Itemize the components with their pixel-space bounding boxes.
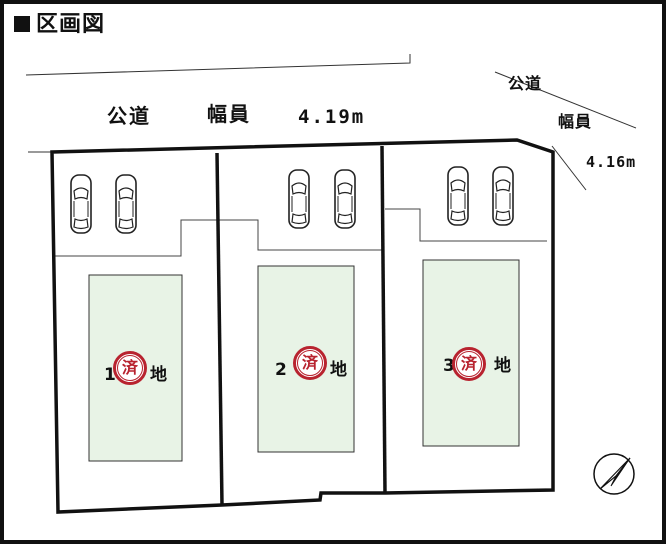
lot-1-number: 1 [104, 365, 116, 385]
car-icon [492, 166, 514, 226]
road-side-width: 4.16m [586, 153, 637, 171]
lot-divider-2-3 [380, 145, 387, 494]
road-side-label: 公道 [508, 74, 543, 93]
lot-2-sold-stamp: 済 [293, 346, 327, 380]
road-top-label: 公道 [107, 104, 151, 128]
car-icon [447, 166, 469, 226]
lot-3-stamp-text: 済 [456, 351, 482, 377]
road-top-edge-line [25, 54, 411, 76]
title-square-icon [14, 16, 30, 32]
page-title: 区画図 [14, 14, 105, 36]
car-icon [115, 174, 137, 234]
road-side-width-label: 幅員 [558, 112, 593, 131]
lot-2-suffix: 地 [330, 360, 347, 380]
road-side-edge-line [494, 71, 637, 129]
lot-1-suffix: 地 [150, 365, 167, 385]
lot-3-suffix: 地 [494, 356, 511, 376]
lot-3-parking-line [385, 208, 547, 242]
site-boundary [50, 138, 555, 514]
road-top-width: 4.19m [298, 106, 366, 128]
lot-1-stamp-text: 済 [117, 355, 143, 381]
north-arrow-icon [593, 453, 635, 495]
lot-divider-1-2 [215, 152, 224, 506]
road-side-edge-line-2 [551, 145, 587, 191]
lot-2-number: 2 [275, 360, 287, 380]
car-icon [334, 169, 356, 229]
car-icon [288, 169, 310, 229]
title-text: 区画図 [36, 12, 106, 37]
lot-3-number: 3 [443, 356, 455, 376]
lot-2-stamp-text: 済 [297, 350, 323, 376]
lot-1-sold-stamp: 済 [113, 351, 147, 385]
road-top-width-label: 幅員 [207, 102, 251, 126]
car-icon [70, 174, 92, 234]
lot-3-sold-stamp: 済 [452, 347, 486, 381]
